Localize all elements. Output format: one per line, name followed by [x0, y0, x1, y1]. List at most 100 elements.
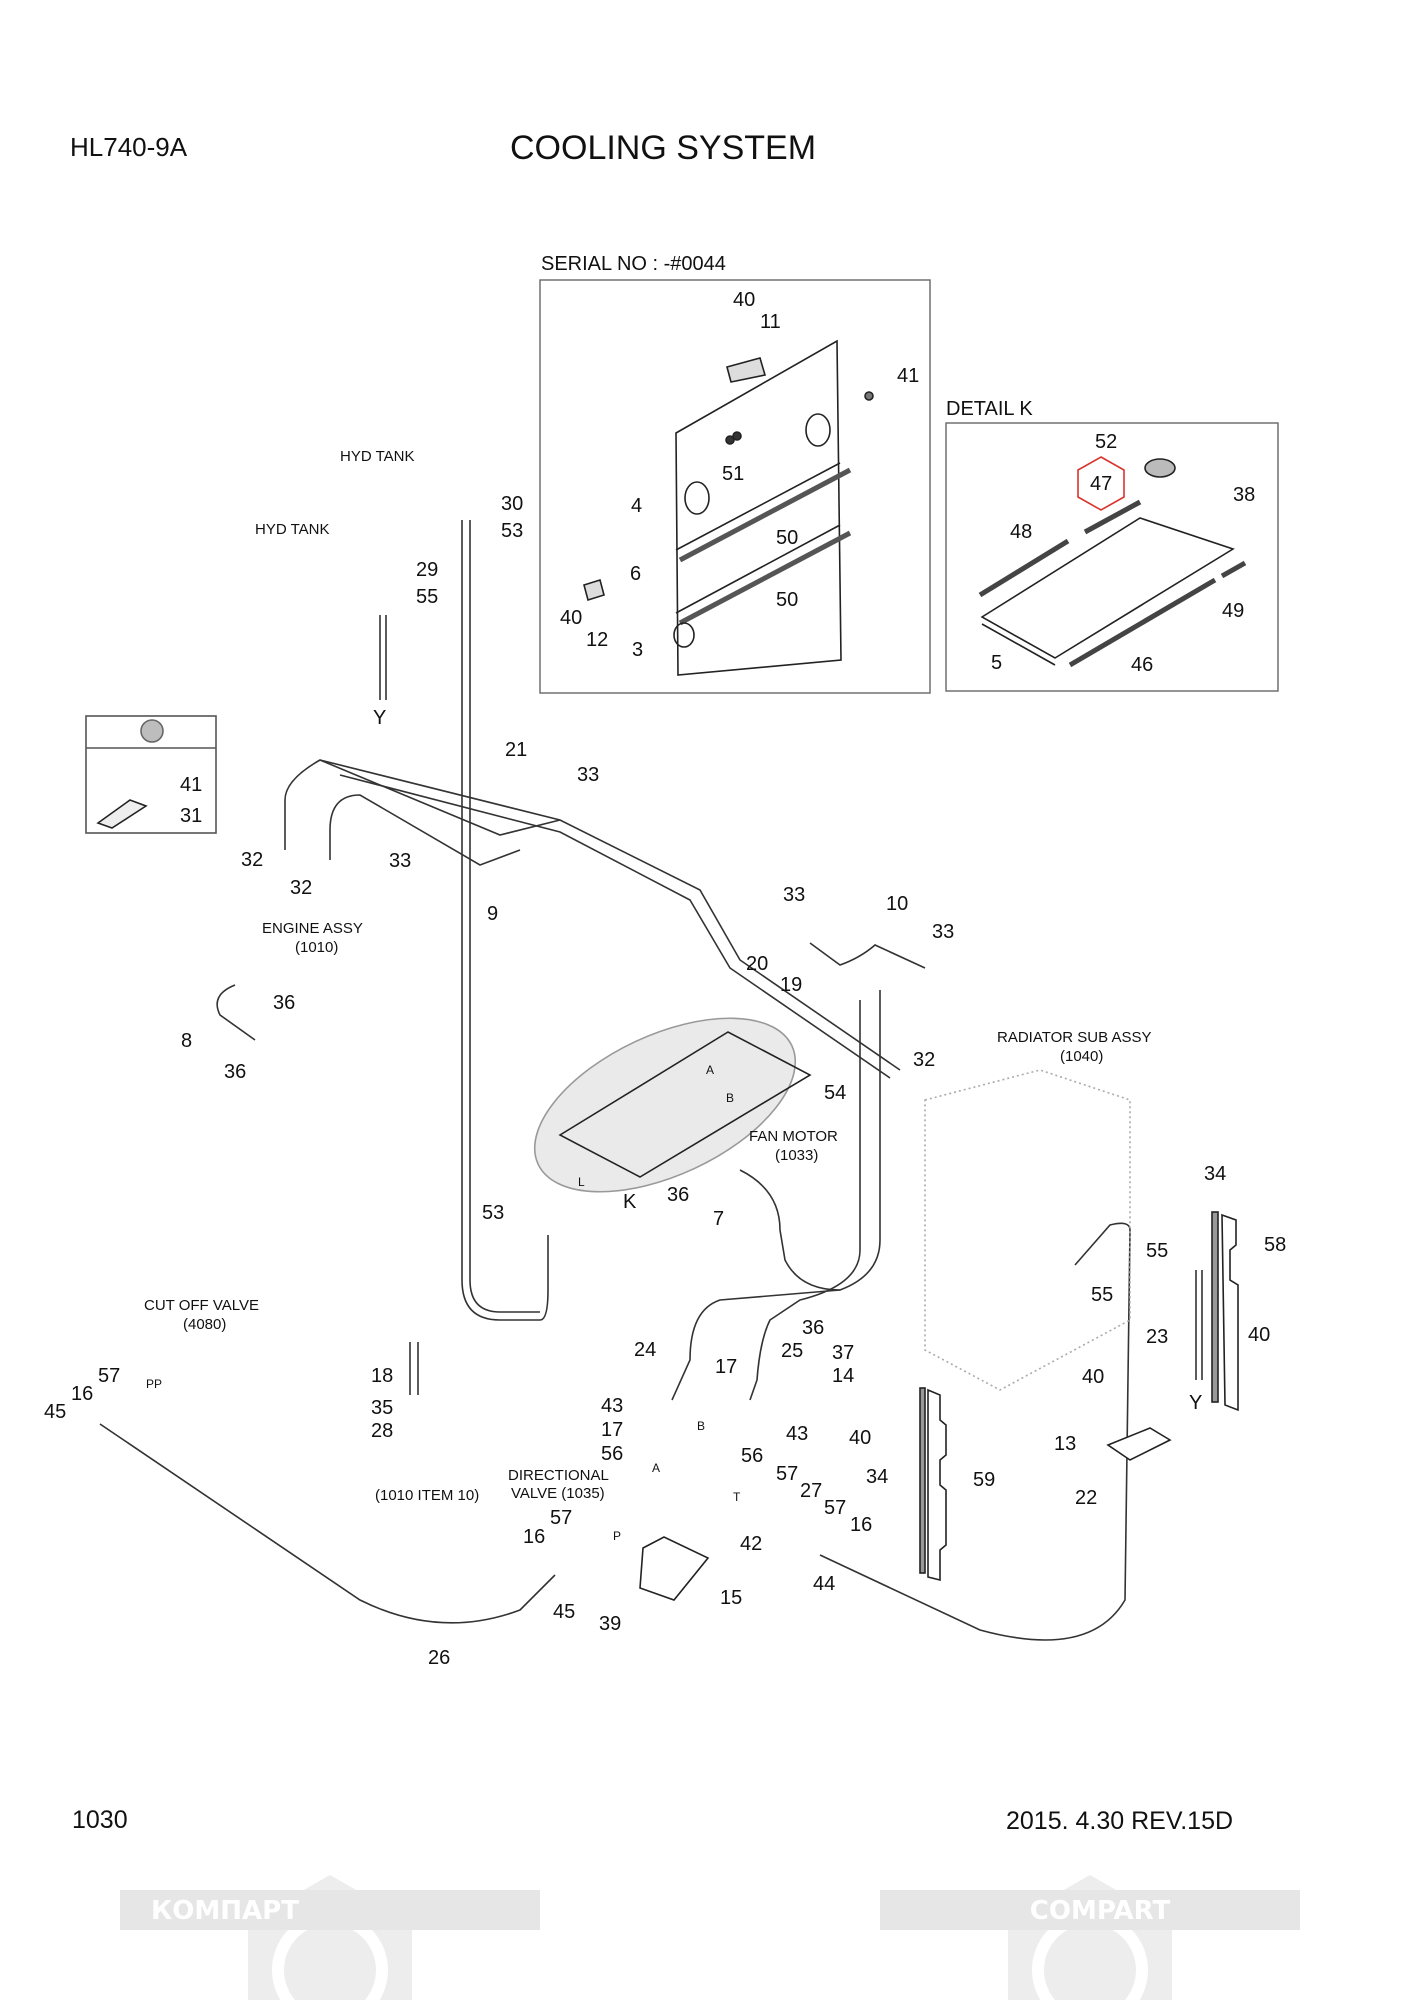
callout-45-left: 45 [44, 1401, 67, 1423]
page-number: 1030 [72, 1806, 128, 1834]
callout-32-c: 32 [913, 1049, 936, 1071]
callout-40: 40 [733, 289, 756, 311]
page-title: COOLING SYSTEM [510, 129, 817, 167]
dv-port-t: T [733, 1490, 741, 1504]
callout-43-right: 43 [786, 1423, 809, 1445]
detail-k-title: DETAIL K [946, 398, 1033, 420]
model-number: HL740-9A [70, 132, 188, 162]
radiator-sub-assy-ghost [924, 1069, 1131, 1391]
callout-56-left: 56 [601, 1443, 624, 1465]
port-l: L [578, 1175, 585, 1189]
callout-7: 7 [713, 1208, 725, 1230]
callout-57-left: 57 [98, 1365, 121, 1387]
callout-23: 23 [1146, 1326, 1169, 1348]
callout-28: 28 [371, 1420, 394, 1442]
mount-plate-15 [639, 1536, 710, 1601]
callout-10: 10 [886, 893, 909, 915]
callout-40-lower: 40 [560, 607, 583, 629]
callout-50-upper: 50 [776, 527, 799, 549]
callout-13: 13 [1054, 1433, 1077, 1455]
highlight-hexagon [1077, 456, 1125, 511]
callout-53-mid: 53 [482, 1202, 505, 1224]
serial-box-title: SERIAL NO : -#0044 [541, 253, 726, 275]
callout-36-c: 36 [667, 1184, 690, 1206]
dv-port-a: A [652, 1461, 661, 1475]
callout-38: 38 [1233, 484, 1256, 506]
engine-assy-ref: (1010) [295, 939, 339, 956]
callout-49: 49 [1222, 600, 1245, 622]
watermark-text: COMPART [1030, 1896, 1171, 1926]
callout-27: 27 [800, 1480, 823, 1502]
directional-valve-ref: VALVE (1035) [511, 1485, 605, 1502]
clamp-inset-frame [85, 715, 217, 834]
callout-48: 48 [1010, 521, 1033, 543]
callout-43-left: 43 [601, 1395, 624, 1417]
callout-25: 25 [781, 1340, 804, 1362]
callout-46: 46 [1131, 654, 1154, 676]
callout-55-right: 55 [1146, 1240, 1169, 1262]
dv-port-p: P [613, 1529, 622, 1543]
callout-18: 18 [371, 1365, 394, 1387]
hyd-tank-b-label: HYD TANK [340, 448, 415, 465]
callout-57-t: 57 [776, 1463, 799, 1485]
fan-motor-region [533, 1017, 797, 1193]
callout-16-left: 16 [71, 1383, 94, 1405]
baffle-59 [927, 1388, 947, 1582]
port-pp: PP [146, 1377, 163, 1391]
callout-51: 51 [722, 463, 745, 485]
callout-20: 20 [746, 953, 769, 975]
directional-valve-label: DIRECTIONAL [508, 1467, 609, 1484]
callout-39: 39 [599, 1613, 622, 1635]
hyd-tank-a-label: HYD TANK [255, 521, 330, 538]
callout-29: 29 [416, 559, 439, 581]
engine-assy-label: ENGINE ASSY [262, 920, 363, 937]
port-y-top: Y [373, 707, 387, 729]
callout-34-right: 34 [1204, 1163, 1227, 1185]
callout-36-d: 36 [802, 1317, 825, 1339]
callout-33-b: 33 [389, 850, 412, 872]
port-y-right: Y [1189, 1392, 1203, 1414]
callout-52: 52 [1095, 431, 1118, 453]
fan-base-plate [558, 1031, 812, 1178]
callout-15: 15 [720, 1587, 743, 1609]
callout-40-bottom: 40 [849, 1427, 872, 1449]
detail-k-frame [945, 422, 1279, 692]
callout-22: 22 [1075, 1487, 1098, 1509]
watermark-band [120, 1890, 540, 1930]
color-marker-circle [140, 719, 164, 743]
dv-port-b: B [697, 1419, 706, 1433]
port-k: K [623, 1191, 637, 1213]
callout-45-mid: 45 [553, 1601, 576, 1623]
callout-40-right: 40 [1248, 1324, 1271, 1346]
callout-55-mid: 55 [1091, 1284, 1114, 1306]
callout-57-p: 57 [550, 1507, 573, 1529]
seal-strip-34-bottom [919, 1387, 926, 1574]
radiator-cover-panel [583, 339, 874, 676]
callout-54: 54 [824, 1082, 847, 1104]
callout-50-lower: 50 [776, 589, 799, 611]
callout-41-inset: 41 [180, 774, 203, 796]
callout-36-b: 36 [224, 1061, 247, 1083]
cut-off-valve-ref: (4080) [183, 1316, 227, 1333]
baffle-58 [1221, 1213, 1239, 1412]
callout-17-upper: 17 [715, 1356, 738, 1378]
radiator-ref: (1040) [1060, 1048, 1104, 1065]
callout-53-top: 53 [501, 520, 524, 542]
callout-14: 14 [832, 1365, 855, 1387]
callout-33-c: 33 [783, 884, 806, 906]
callout-41: 41 [897, 365, 920, 387]
callout-16-right: 16 [850, 1514, 873, 1536]
callout-37: 37 [832, 1342, 855, 1364]
callout-42: 42 [740, 1533, 763, 1555]
callout-3: 3 [632, 639, 644, 661]
callout-47: 47 [1090, 473, 1113, 495]
watermark-text: КОМПАРТ [151, 1896, 299, 1926]
fan-port-a: A [706, 1063, 715, 1077]
bracket-13 [1106, 1427, 1172, 1461]
seal-strip-34-right [1211, 1211, 1219, 1403]
fan-motor-ref: (1033) [775, 1147, 819, 1164]
callout-19: 19 [780, 974, 803, 996]
callout-32-a: 32 [241, 849, 264, 871]
